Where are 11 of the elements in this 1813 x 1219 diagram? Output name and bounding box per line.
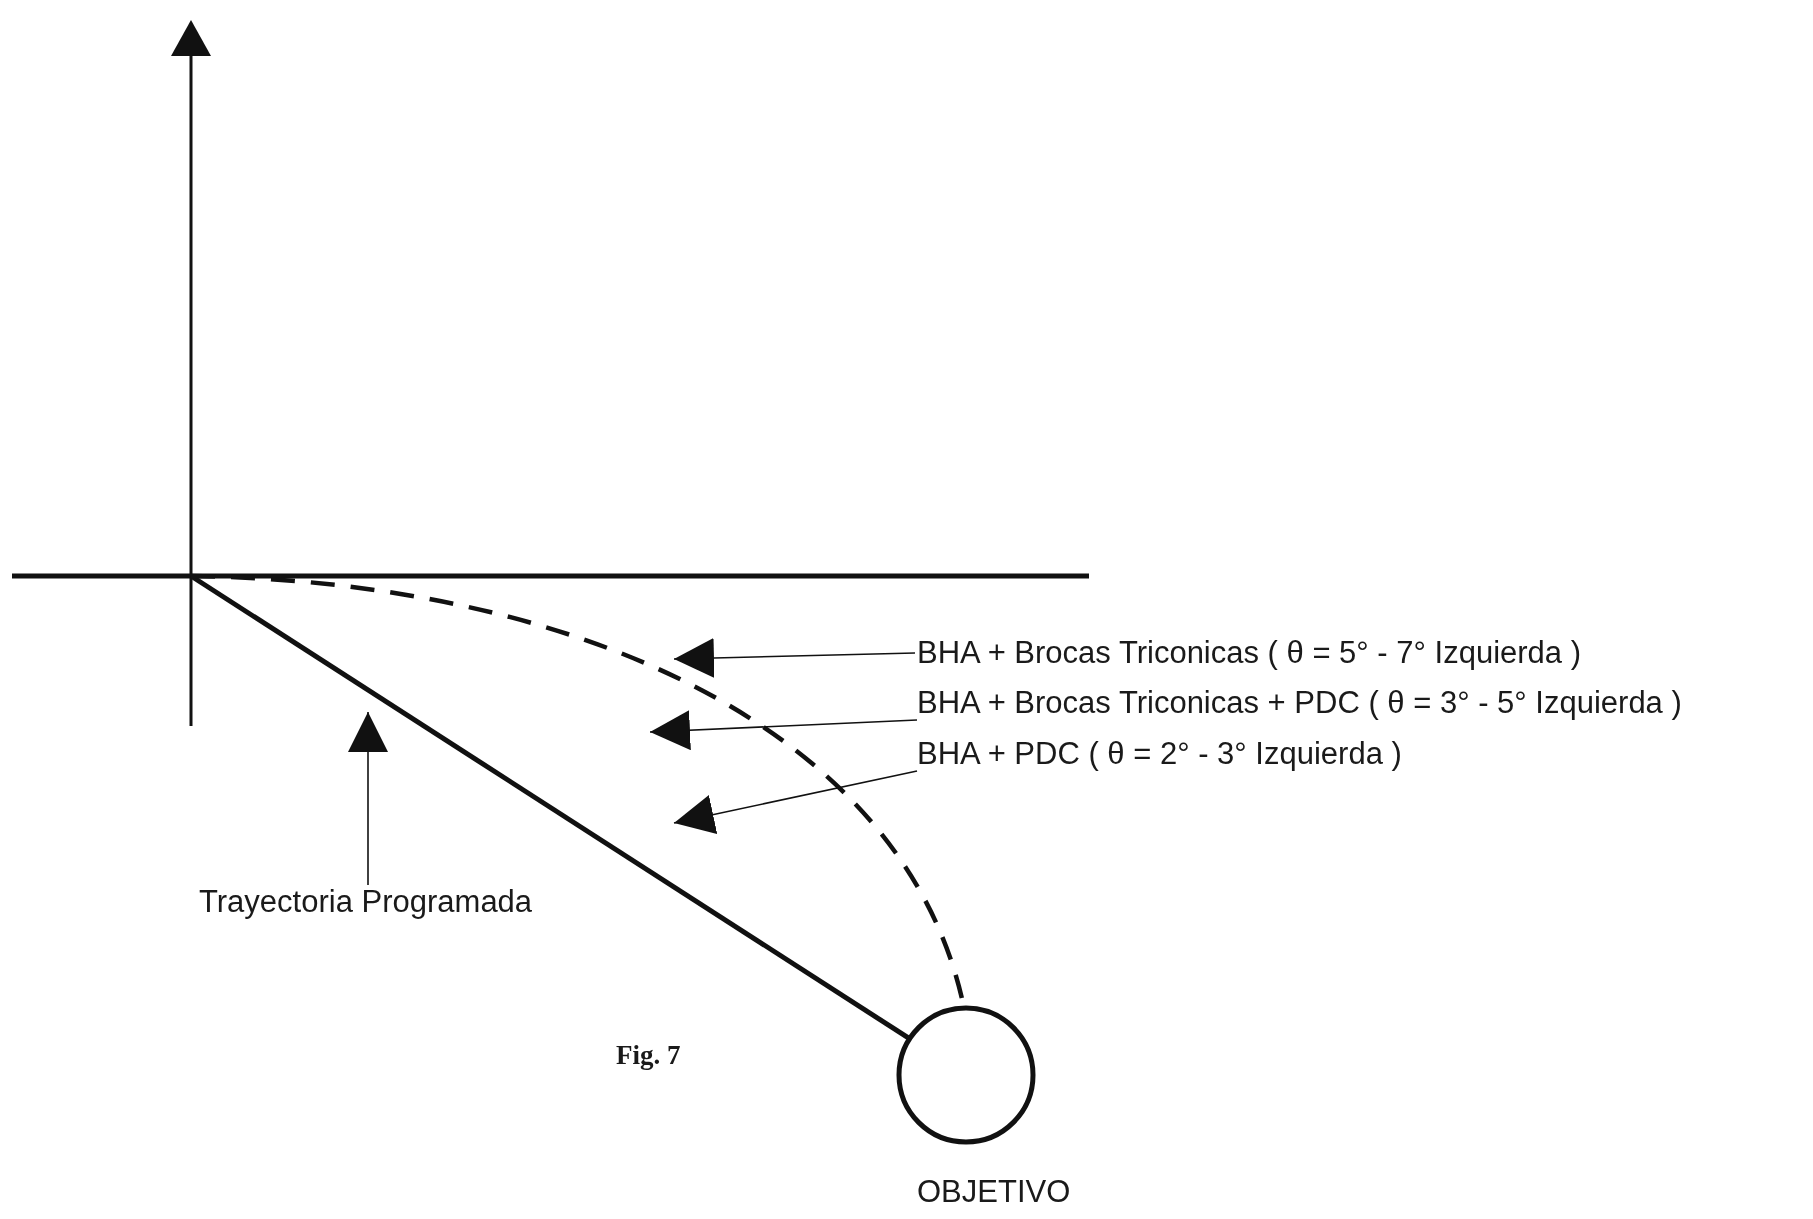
leader-label: BHA + PDC ( θ = 2° - 3° Izquierda ) <box>917 737 1402 771</box>
leader-arrow <box>348 711 388 886</box>
leader-label: Trayectoria Programada <box>199 885 533 919</box>
leader-arrow <box>649 710 918 751</box>
leader-arrow <box>673 770 918 835</box>
target-label: OBJETIVO <box>917 1175 1071 1209</box>
leader-label: BHA + Brocas Triconicas + PDC ( θ = 3° - 5° Izquierda ) <box>917 686 1682 720</box>
leader-arrow <box>673 638 916 678</box>
leader-label: BHA + Brocas Triconicas ( θ = 5° - 7° Izquierda ) <box>917 636 1582 670</box>
figure-caption: Fig. 7 <box>616 1040 681 1071</box>
target-circle <box>896 1005 1036 1145</box>
